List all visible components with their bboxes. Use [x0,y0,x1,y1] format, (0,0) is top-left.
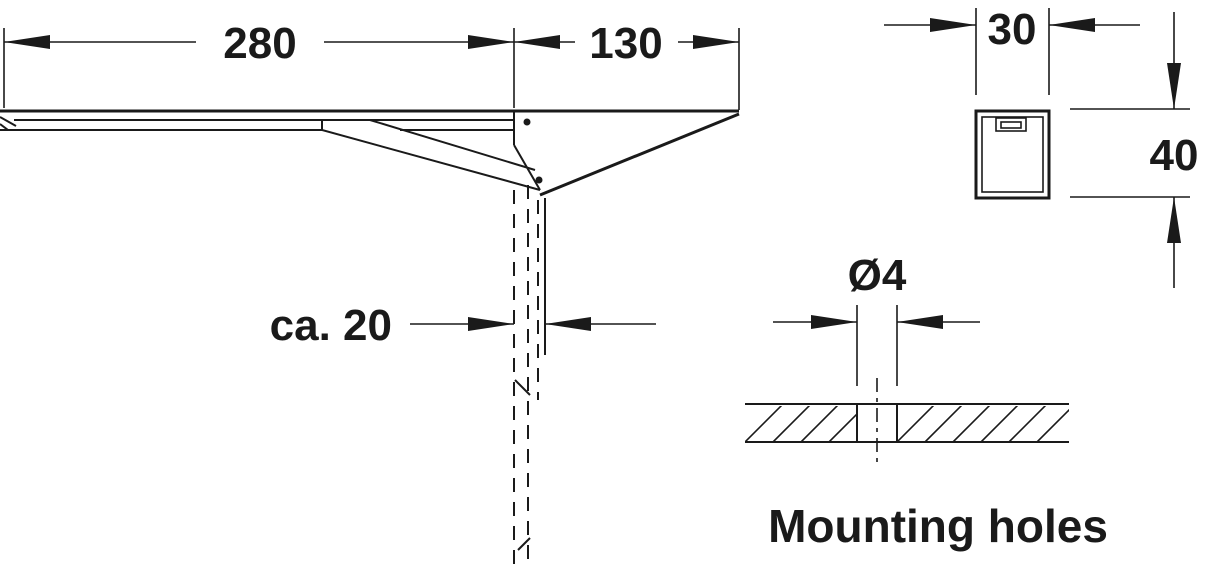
dimension-label-30: 30 [988,5,1037,54]
folded-position-dashed [513,185,539,567]
dimension-30: 30 [884,5,1140,95]
caption-mounting-holes: Mounting holes [768,500,1108,552]
arrow-right-icon [811,315,857,329]
arrow-left-icon [514,35,560,49]
dimension-130: 130 [514,19,740,110]
pivot-dot-lower [535,176,543,184]
dimension-gap: ca. 20 [270,301,656,350]
dimension-280: 280 [3,19,515,108]
arrow-up-icon [1167,197,1181,243]
arrow-right-icon [693,35,739,49]
arrow-right-icon [930,18,976,32]
dimension-label-gap: ca. 20 [270,301,392,350]
arrow-down-icon [1167,63,1181,109]
mounting-hole-section: Ø4 [745,251,1069,468]
dimension-label-40: 40 [1150,131,1199,180]
arrow-left-icon [897,315,943,329]
dimension-label-hole-diameter: Ø4 [848,251,907,300]
bracket-side-view [0,109,740,355]
profile-cross-section [974,109,1051,200]
arrow-right-icon [468,35,514,49]
arrow-left-icon [1049,18,1095,32]
arrow-left-icon [545,317,591,331]
arrow-right-icon [468,317,514,331]
arrow-left-icon [4,35,50,49]
dimension-40: 40 [1070,12,1198,288]
pivot-dot-upper [523,118,531,126]
dimension-label-280: 280 [223,19,296,68]
dimension-label-130: 130 [589,19,662,68]
